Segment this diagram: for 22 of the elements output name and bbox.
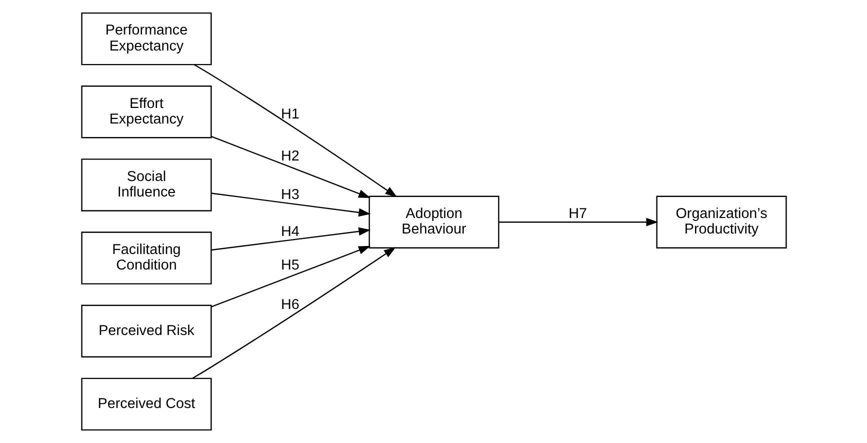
node-box: Facilitating Condition: [80, 232, 212, 284]
arrow: [192, 247, 396, 379]
edge-label: H3: [280, 186, 299, 203]
edge-label: H7: [568, 206, 586, 222]
arrow: [210, 227, 370, 251]
node-box: Performance Expectancy: [80, 12, 212, 66]
node-box: Social Influence: [80, 158, 212, 212]
node-box: Perceived Cost: [80, 378, 212, 431]
node-box: Organization’s Productivity: [656, 196, 786, 248]
arrow: [210, 136, 370, 198]
edge-label: H4: [280, 224, 299, 240]
node-box: Effort Expectancy: [80, 86, 212, 138]
arrow: [210, 246, 370, 308]
arrow: [194, 64, 397, 198]
node-box: Adoption Behaviour: [368, 196, 499, 248]
edge-label: H1: [280, 106, 299, 123]
edge-label: H6: [280, 297, 299, 314]
arrow: [210, 192, 370, 217]
edge-label: H5: [280, 258, 299, 274]
edge-label: H2: [280, 148, 299, 165]
node-box: Perceived Risk: [80, 304, 212, 358]
arrow: [498, 218, 658, 226]
